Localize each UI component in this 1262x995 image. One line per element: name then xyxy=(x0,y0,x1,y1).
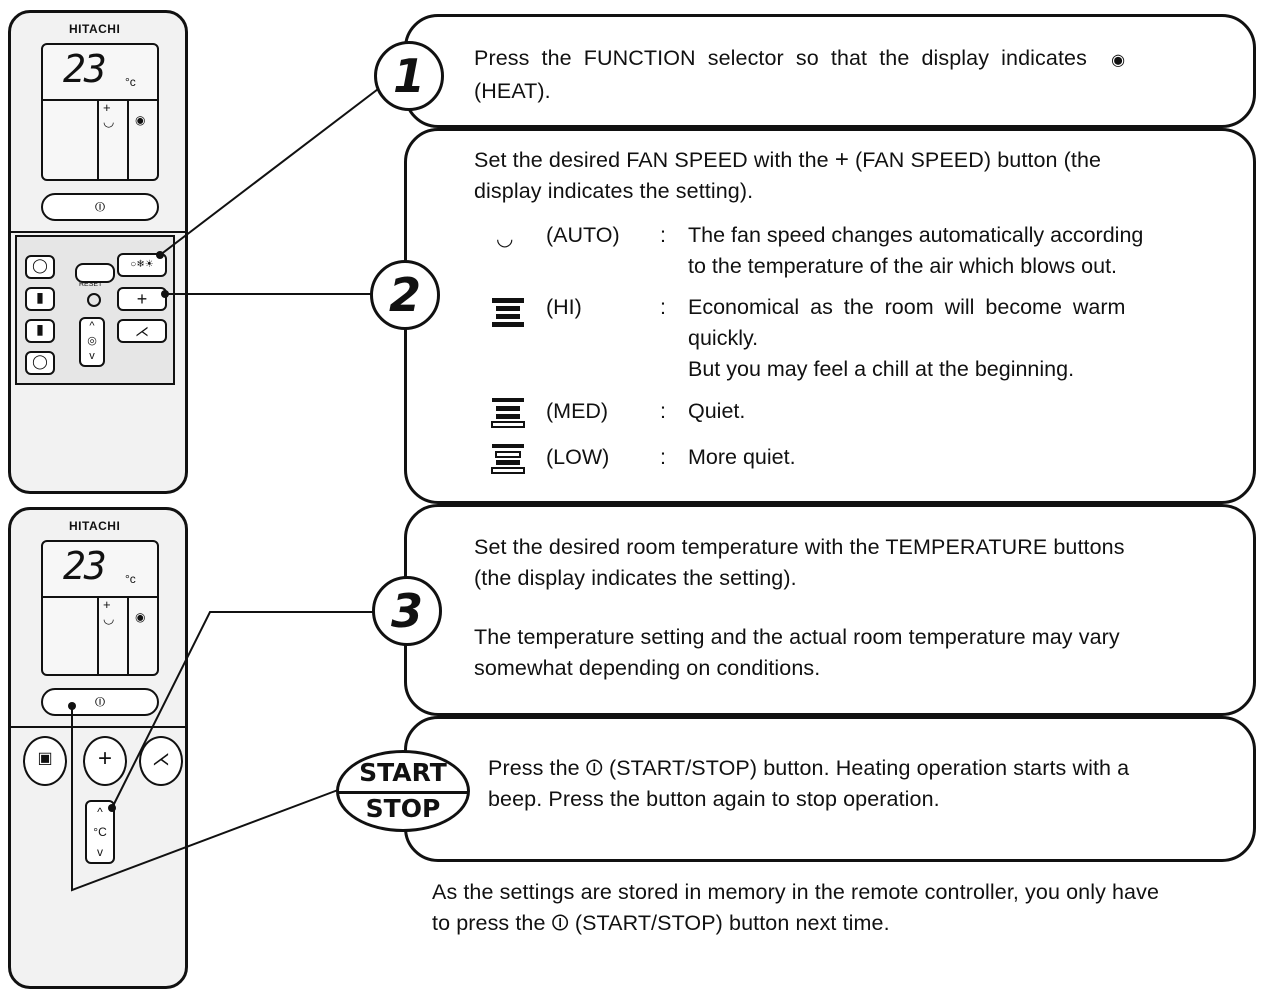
fan-auto-icon: ◡ xyxy=(496,228,514,250)
fan-med-icon xyxy=(491,398,525,428)
step-1-line-2: (HEAT). xyxy=(474,79,551,103)
fan-auto-colon: : xyxy=(660,223,666,247)
fan-auto-desc-1: The fan speed changes automatically acco… xyxy=(688,223,1144,247)
callout-dot-3 xyxy=(108,804,116,812)
fan-speed-button[interactable]: + xyxy=(83,736,127,786)
start-stop-icon: ⏼ xyxy=(585,756,603,781)
fan-med-colon: : xyxy=(660,399,666,423)
start-stop-badge: START STOP xyxy=(336,750,470,832)
fan-auto-desc-2: to the temperature of the air which blow… xyxy=(688,254,1118,278)
fan-hi-icon xyxy=(492,298,524,327)
callout-dot-1 xyxy=(156,251,164,259)
step-2-number: 2 xyxy=(370,260,440,330)
step-2-intro-2: (FAN SPEED) button (the xyxy=(855,148,1102,172)
step-3-p2-line-1: The temperature setting and the actual r… xyxy=(474,625,1120,649)
fan-low-desc: More quiet. xyxy=(688,445,796,469)
step-2-intro-3: display indicates the setting). xyxy=(474,179,754,203)
louver-button[interactable]: ⋌ xyxy=(117,319,167,343)
fan-speed-button[interactable]: + xyxy=(117,287,167,311)
timer-off-button[interactable]: ▮ xyxy=(25,319,55,343)
remote-display: 23 °c +◡ ◉ xyxy=(41,540,159,676)
footnote-line-1: As the settings are stored in memory in … xyxy=(432,880,1160,904)
fan-hi-label: (HI) xyxy=(546,295,582,319)
callout-dot-2 xyxy=(161,290,169,298)
display-unit: °c xyxy=(125,75,136,89)
callout-line-1 xyxy=(159,85,383,256)
start-stop-icon: ⏼ xyxy=(551,911,569,936)
step-1-number: 1 xyxy=(374,41,444,111)
step-3-text: Set the desired room temperature with th… xyxy=(474,532,1234,684)
start-stop-button[interactable]: ⏼ xyxy=(41,193,159,221)
timer-time-button[interactable] xyxy=(75,263,115,283)
louver-button[interactable]: ⋌ xyxy=(139,736,183,786)
heat-indicator-icon: ◉ xyxy=(135,113,146,127)
function-button[interactable]: ◯ xyxy=(25,255,55,279)
fan-speed-indicator-icon: +◡ xyxy=(103,100,115,129)
step-4-line-1b: (START/STOP) button. Heating operation s… xyxy=(608,756,1130,780)
function-button[interactable]: ▣ xyxy=(23,736,67,786)
fan-med-desc: Quiet. xyxy=(688,399,746,423)
fan-auto-desc: The fan speed changes automatically acco… xyxy=(688,220,1228,282)
fan-hi-desc-3: But you may feel a chill at the beginnin… xyxy=(688,357,1075,381)
fan-speed-indicator-icon: +◡ xyxy=(103,597,115,626)
start-stop-button[interactable]: ⏼ xyxy=(41,688,159,716)
fan-hi-desc-1: Economical as the room will become warm xyxy=(688,295,1126,319)
function-selector-button[interactable]: ○❄☀ xyxy=(117,253,167,277)
brand-logo: HITACHI xyxy=(69,519,121,533)
reset-button[interactable] xyxy=(87,293,101,307)
sleep-button[interactable]: ◯ xyxy=(25,351,55,375)
display-unit: °c xyxy=(125,572,136,586)
remote-display: 23 °c +◡ ◉ xyxy=(41,43,159,181)
step-3-p2-line-2: somewhat depending on conditions. xyxy=(474,656,821,680)
step-4-text: Press the ⏼ (START/STOP) button. Heating… xyxy=(488,753,1248,815)
step-1-line-1: Press the FUNCTION selector so that the … xyxy=(474,46,1087,70)
fan-low-icon xyxy=(491,444,525,474)
fan-auto-label: (AUTO) xyxy=(546,223,620,247)
timer-on-button[interactable]: ▮ xyxy=(25,287,55,311)
footnote-line-2-pre: to press the xyxy=(432,911,546,935)
stop-label: STOP xyxy=(365,794,441,823)
step-3-box xyxy=(404,504,1256,716)
step-2-intro-1: Set the desired FAN SPEED with the xyxy=(474,148,829,172)
temperature-unit-label: °C xyxy=(93,825,107,839)
step-4-line-2: beep. Press the button again to stop ope… xyxy=(488,787,940,811)
display-temperature: 23 xyxy=(63,544,107,588)
step-4-line-1a: Press the xyxy=(488,756,580,780)
step-3-p1-line-1: Set the desired room temperature with th… xyxy=(474,535,1125,559)
footnote-line-2-post: (START/STOP) button next time. xyxy=(574,911,890,935)
callout-line-3 xyxy=(111,611,374,809)
heat-mode-icon: ◉ xyxy=(1111,52,1126,69)
fan-low-colon: : xyxy=(660,445,666,469)
fan-speed-icon: + xyxy=(834,146,849,173)
step-4-box xyxy=(404,716,1256,862)
timer-up-down-button[interactable]: ^◎v xyxy=(79,317,105,367)
heat-indicator-icon: ◉ xyxy=(135,610,146,624)
step-3-p1-line-2: (the display indicates the setting). xyxy=(474,566,797,590)
callout-dot-start-stop xyxy=(68,702,76,710)
step-1-box xyxy=(404,14,1256,128)
brand-logo: HITACHI xyxy=(69,22,121,36)
fan-hi-colon: : xyxy=(660,295,666,319)
reset-label: RESET xyxy=(79,281,103,288)
start-label: START xyxy=(359,758,447,787)
fan-med-label: (MED) xyxy=(546,399,609,423)
callout-line-start-stop xyxy=(71,706,339,892)
footnote: As the settings are stored in memory in … xyxy=(432,877,1262,939)
fan-low-label: (LOW) xyxy=(546,445,610,469)
step-3-number: 3 xyxy=(372,576,442,646)
step-2-intro: Set the desired FAN SPEED with the + (FA… xyxy=(474,144,1234,207)
fan-hi-desc: Economical as the room will become warm … xyxy=(688,292,1228,385)
fan-hi-desc-2: quickly. xyxy=(688,326,759,350)
step-2-box xyxy=(404,128,1256,504)
step-1-text: Press the FUNCTION selector so that the … xyxy=(474,43,1234,107)
display-temperature: 23 xyxy=(63,47,107,91)
